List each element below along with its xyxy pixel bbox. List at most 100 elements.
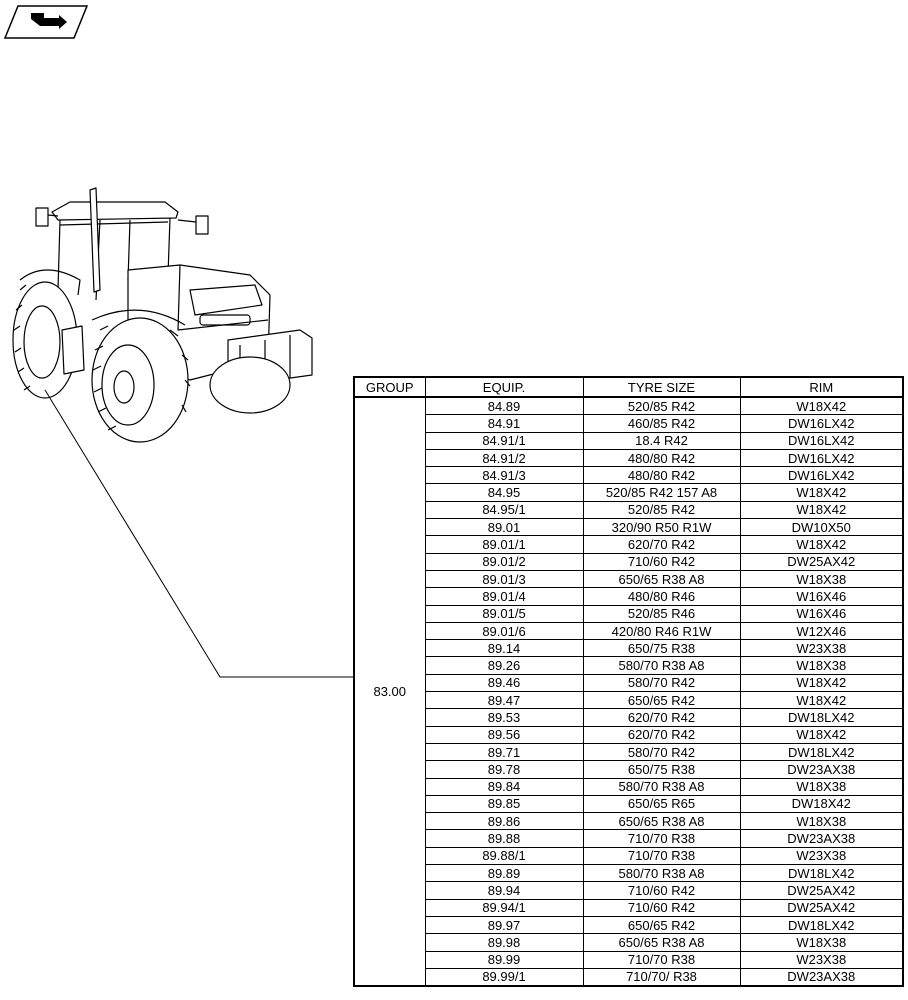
tyre-size-cell: 520/85 R46 (582, 604, 741, 623)
rim-cell: DW16LX42 (739, 466, 904, 485)
rim-cell: DW18X42 (739, 794, 904, 814)
tyre-size-cell: 710/70 R38 (582, 846, 741, 866)
rim-cell: DW23AX38 (739, 760, 904, 779)
equip-cell: 89.84 (424, 777, 584, 796)
equip-cell: 89.89 (424, 864, 584, 883)
rim-cell: DW18LX42 (739, 915, 904, 935)
rim-cell: DW18LX42 (739, 742, 904, 762)
tyre-size-cell: 650/65 R65 (582, 794, 741, 814)
tyre-size-cell: 480/80 R42 (582, 448, 741, 468)
rim-cell: W18X42 (739, 535, 904, 554)
equip-cell: 89.01/1 (424, 535, 584, 554)
equip-cell: 84.91 (424, 414, 584, 433)
tyre-size-cell: 650/65 R42 (582, 691, 741, 710)
rim-cell: W18X42 (739, 396, 904, 416)
rim-cell: DW25AX42 (739, 552, 904, 571)
tyre-size-cell: 650/65 R38 A8 (582, 569, 741, 589)
equip-cell: 89.99 (424, 950, 584, 969)
rim-cell: W18X42 (739, 691, 904, 710)
arrow-shape (31, 13, 67, 29)
tyre-size-cell: 710/60 R42 (582, 881, 741, 900)
equip-cell: 89.99/1 (424, 967, 584, 987)
equip-cell: 89.26 (424, 656, 584, 675)
tyre-size-cell: 620/70 R42 (582, 725, 741, 744)
header-tyre-size: TYRE SIZE (582, 376, 741, 398)
rim-cell: W18X42 (739, 725, 904, 744)
tyre-size-cell: 460/85 R42 (582, 414, 741, 433)
rim-cell: DW10X50 (739, 518, 904, 537)
tyre-size-cell: 18.4 R42 (582, 431, 741, 450)
tyre-size-cell: 480/80 R42 (582, 466, 741, 485)
rim-cell: W18X42 (739, 483, 904, 502)
tyre-size-cell: 520/85 R42 157 A8 (582, 483, 741, 502)
tyre-size-cell: 650/75 R38 (582, 639, 741, 658)
rim-cell: DW25AX42 (739, 881, 904, 900)
rim-cell: DW18LX42 (739, 708, 904, 727)
tyre-size-cell: 520/85 R42 (582, 396, 741, 416)
equip-cell: 89.78 (424, 760, 584, 779)
rim-cell: W23X38 (739, 950, 904, 969)
rim-cell: W18X38 (739, 933, 904, 952)
equip-cell: 84.91/3 (424, 466, 584, 485)
tyre-size-cell: 580/70 R42 (582, 742, 741, 762)
equip-cell: 89.71 (424, 742, 584, 762)
tyre-size-cell: 710/60 R42 (582, 898, 741, 917)
rim-cell: W18X38 (739, 656, 904, 675)
tyre-size-cell: 480/80 R46 (582, 587, 741, 606)
rim-cell: W12X46 (739, 621, 904, 641)
rim-cell: W16X46 (739, 604, 904, 623)
equip-cell: 89.01/5 (424, 604, 584, 623)
tyre-size-cell: 650/65 R38 A8 (582, 933, 741, 952)
tyre-size-cell: 650/65 R42 (582, 915, 741, 935)
tyre-size-cell: 650/65 R38 A8 (582, 812, 741, 831)
rim-cell: W16X46 (739, 587, 904, 606)
equip-cell: 84.91/2 (424, 448, 584, 468)
rim-cell: W18X38 (739, 777, 904, 796)
arrow-right-box-icon[interactable] (4, 5, 88, 39)
header-equip: EQUIP. (424, 376, 584, 398)
tyre-size-cell: 710/70/ R38 (582, 967, 741, 987)
rim-cell: DW25AX42 (739, 898, 904, 917)
tyre-size-cell: 520/85 R42 (582, 500, 741, 520)
header-rim: RIM (739, 376, 904, 398)
rim-cell: DW16LX42 (739, 414, 904, 433)
rim-cell: DW16LX42 (739, 448, 904, 468)
equip-cell: 89.46 (424, 673, 584, 693)
equip-cell: 89.98 (424, 933, 584, 952)
tyre-size-cell: 710/60 R42 (582, 552, 741, 571)
tyre-size-cell: 320/90 R50 R1W (582, 518, 741, 537)
tyre-size-cell: 580/70 R42 (582, 673, 741, 693)
rim-cell: W18X42 (739, 500, 904, 520)
equip-cell: 89.01 (424, 518, 584, 537)
equip-cell: 84.95/1 (424, 500, 584, 520)
equip-cell: 89.97 (424, 915, 584, 935)
equip-cell: 89.01/4 (424, 587, 584, 606)
tyre-size-cell: 580/70 R38 A8 (582, 656, 741, 675)
rim-cell: W18X42 (739, 673, 904, 693)
header-group: GROUP (353, 376, 426, 398)
equip-cell: 89.88/1 (424, 846, 584, 866)
